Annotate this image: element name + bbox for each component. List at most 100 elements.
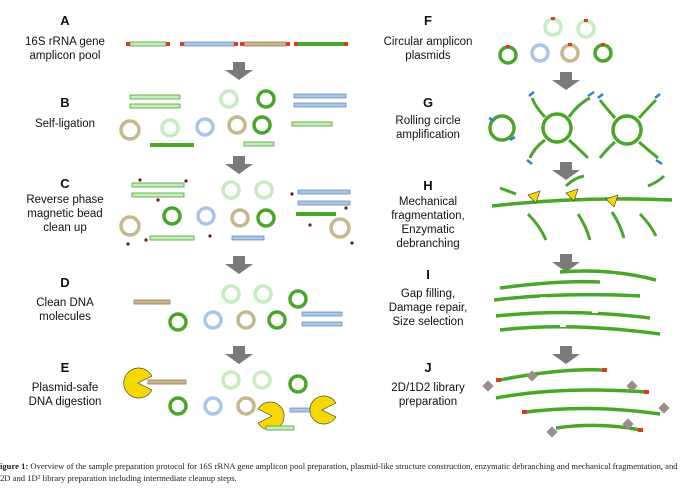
- bead-dot: [344, 206, 348, 210]
- primer-mark: [587, 90, 595, 98]
- linear-amplicon: [129, 94, 181, 100]
- dna-fragment: [559, 269, 657, 282]
- step-b-label: B Self-ligation: [35, 95, 95, 130]
- primer-mark: [654, 93, 661, 99]
- adapter-ends: [496, 368, 649, 432]
- circular-plasmid: [541, 112, 573, 144]
- circular-plasmid: [196, 206, 216, 226]
- dna-fragment: [610, 211, 626, 239]
- step-j-letter: J: [424, 360, 431, 375]
- linear-amplicon: [294, 42, 348, 46]
- circular-plasmid: [230, 208, 250, 228]
- rca-strand: [530, 97, 547, 119]
- flow-arrows: [225, 62, 580, 364]
- linear-amplicon: [126, 41, 170, 47]
- linear-amplicon: [301, 311, 343, 317]
- linear-amplicon: [149, 235, 195, 241]
- step-h-line1: Mechanical: [399, 196, 457, 208]
- circular-plasmid: [252, 115, 272, 135]
- linear-amplicon: [131, 182, 185, 188]
- rca-strand: [567, 96, 591, 118]
- protocol-diagram: A 16S rRNA gene amplicon pool B Self-lig…: [25, 13, 673, 438]
- circular-plasmid: [560, 43, 580, 63]
- bead-dot: [350, 241, 354, 245]
- end-mark: [584, 19, 588, 22]
- step-c-illustration: [119, 178, 354, 246]
- primer-mark: [488, 116, 495, 123]
- circular-plasmid: [488, 114, 516, 142]
- linear-amplicon: [131, 192, 185, 198]
- circular-plasmid: [119, 215, 141, 237]
- primer-mark: [655, 158, 663, 166]
- circular-plasmid: [288, 289, 308, 309]
- circular-plasmid: [227, 115, 247, 135]
- step-f-line2: plasmids: [405, 50, 451, 62]
- step-i-illustration: [493, 269, 661, 336]
- dna-fragment: [491, 197, 673, 208]
- step-c-label: C Reverse phase magnetic bead clean up: [26, 176, 103, 234]
- bead-dot: [290, 192, 294, 196]
- rca-strand: [598, 140, 616, 159]
- dna-fragment: [493, 292, 641, 302]
- circular-plasmid: [203, 396, 223, 416]
- step-c-line3: clean up: [43, 222, 86, 234]
- dna-fragment: [555, 423, 641, 432]
- rca-strands: [528, 96, 659, 160]
- bead-dot: [208, 234, 212, 238]
- rca-strand: [637, 98, 658, 120]
- circular-plasmid: [195, 117, 215, 137]
- end-mark: [644, 390, 649, 394]
- circular-plasmid: [256, 89, 276, 109]
- adapter-icon: [626, 380, 638, 392]
- linear-amplicon: [291, 121, 333, 127]
- end-mark: [602, 368, 607, 372]
- caption-text: Overview of the sample preparation proto…: [0, 461, 678, 483]
- exonuclease-pacman-icon: [257, 401, 285, 431]
- step-i-line1: Gap filling,: [401, 288, 455, 300]
- enzyme-icon: [527, 190, 541, 204]
- step-h-line2: fragmentation,: [391, 210, 465, 222]
- step-a-letter: A: [60, 13, 70, 28]
- linear-amplicon: [243, 141, 275, 147]
- step-i-line3: Size selection: [393, 316, 464, 328]
- step-f-line1: Circular amplicon: [384, 36, 473, 48]
- circular-plasmid: [160, 118, 180, 138]
- step-f-label: F Circular amplicon plasmids: [384, 13, 473, 62]
- step-c-letter: C: [60, 176, 70, 191]
- linear-amplicon: [231, 235, 265, 241]
- step-a-line1: 16S rRNA gene: [25, 36, 105, 48]
- exonuclease-pacman-icon: [123, 367, 153, 399]
- step-e-letter: E: [61, 360, 70, 375]
- circular-plasmid: [253, 284, 273, 304]
- dna-fragment: [499, 367, 605, 382]
- linear-amplicon: [297, 200, 351, 206]
- primer-mark: [526, 159, 533, 165]
- circular-plasmid: [221, 180, 241, 200]
- primer-mark: [509, 135, 516, 142]
- linear-amplicon: [150, 143, 194, 147]
- step-h-letter: H: [423, 178, 432, 193]
- step-j-line2: preparation: [399, 396, 457, 408]
- arrow-down-icon: [552, 346, 580, 364]
- dna-fragment: [525, 406, 661, 416]
- circular-plasmid: [530, 43, 550, 63]
- circular-plasmid: [221, 284, 241, 304]
- arrow-down-icon: [552, 162, 580, 180]
- linear-amplicon: [293, 93, 347, 99]
- circular-plasmid: [576, 19, 596, 39]
- dna-fragment: [499, 325, 661, 336]
- linear-amplicon: [293, 102, 347, 108]
- step-c-line1: Reverse phase: [26, 194, 103, 206]
- enzyme-icon: [605, 194, 619, 208]
- dna-fragment: [576, 213, 592, 241]
- primer-mark: [597, 93, 604, 99]
- step-g-line2: amplification: [396, 129, 460, 141]
- step-h-line3: Enzymatic: [401, 224, 454, 236]
- figure-caption: igure 1: Overview of the sample preparat…: [0, 460, 688, 484]
- magnetic-beads: [126, 178, 354, 246]
- linear-amplicon: [147, 379, 187, 385]
- linear-amplicon: [296, 212, 336, 216]
- step-j-label: J 2D/1D2 library preparation: [391, 360, 465, 408]
- arrow-down-icon: [225, 156, 253, 174]
- end-mark: [568, 43, 572, 46]
